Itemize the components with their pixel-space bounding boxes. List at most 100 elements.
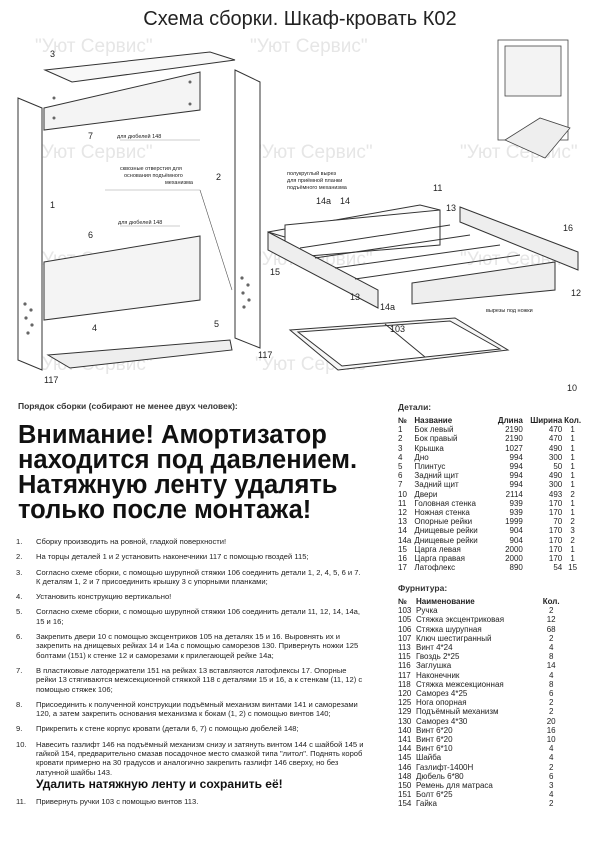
table-cell: Бок правый: [414, 434, 458, 444]
col-qty: Кол.: [564, 416, 582, 425]
step-number: 7.: [16, 665, 23, 675]
table-cell: 2: [548, 698, 554, 708]
table-cell: 1: [570, 480, 575, 490]
table-cell: 14а: [398, 535, 412, 545]
label-part-117: 117: [258, 350, 272, 360]
table-cell: 120: [398, 689, 412, 699]
watermark: "Уют Сервис": [255, 142, 373, 163]
step-number: 5.: [16, 607, 23, 617]
hardware-title: Фурнитура:: [398, 583, 448, 593]
bed-frame-drawing: [267, 204, 579, 371]
step-item: 6.Закрепить двери 10 с помощью эксцентри…: [16, 632, 366, 660]
table-cell: 5: [398, 462, 403, 472]
step-item: 3.Согласно схеме сборки, с помощью шуруп…: [16, 568, 366, 587]
table-cell: Днищевые рейки: [414, 535, 478, 545]
table-cell: 116: [398, 661, 411, 671]
table-cell: 2: [548, 799, 554, 809]
table-cell: Задний щит: [414, 471, 459, 481]
table-cell: 50: [553, 462, 563, 472]
table-cell: 20: [546, 716, 556, 726]
step-number: 1.: [16, 537, 23, 546]
table-cell: 994: [509, 471, 523, 481]
col-number: №: [398, 597, 407, 606]
warning-line: находится под давлением.: [18, 446, 358, 474]
col-number: №: [398, 416, 407, 425]
table-cell: 106: [398, 624, 412, 634]
table-cell: 103: [398, 606, 412, 616]
table-cell: 994: [509, 480, 523, 490]
table-cell: Царга правая: [414, 554, 465, 564]
table-cell: 14: [546, 661, 556, 671]
step-item: 8.Присоединить к полученной конструкции …: [16, 700, 366, 719]
table-cell: Крышка: [414, 443, 444, 453]
note-cutout: подъёмного механизма: [287, 185, 348, 191]
table-row: 116 Заглушка 14: [398, 661, 563, 670]
step-item: 7.В пластиковые латодержатели 151 на рей…: [16, 666, 366, 694]
table-cell: 3: [398, 443, 403, 453]
table-cell: 4: [548, 643, 554, 653]
table-cell: 8: [548, 679, 554, 689]
table-cell: Винт 6*20: [416, 735, 453, 745]
label-part-16: 16: [563, 223, 573, 233]
step-item: 10.Навесить газлифт 146 на подъёмный мех…: [16, 740, 366, 791]
table-cell: 1: [570, 443, 575, 453]
table-cell: 125: [398, 698, 412, 708]
table-cell: Дно: [414, 452, 429, 462]
table-cell: 939: [509, 508, 523, 518]
step-text: Присоединить к полученной конструкции по…: [36, 699, 358, 719]
warning-line: Внимание! Амортизатор: [18, 421, 327, 449]
step-item: 2.На торцы деталей 1 и 2 установить нако…: [16, 552, 366, 561]
table-cell: 170: [548, 508, 563, 518]
table-cell: Головная стенка: [414, 498, 476, 508]
page-title: Схема сборки. Шкаф-кровать К02: [143, 8, 457, 30]
note-dowels: для дюбелей 148: [117, 133, 161, 140]
table-cell: Гвоздь 2*25: [416, 652, 460, 662]
table-cell: Газлифт-1400Н: [416, 762, 474, 772]
table-cell: 10: [398, 489, 407, 499]
col-qty: Кол.: [542, 597, 560, 606]
assembly-diagram: "Уют Сервис" "Уют Сервис" "Уют Сервис" "…: [17, 36, 581, 393]
table-cell: 6: [548, 689, 554, 699]
table-cell: 904: [509, 535, 523, 545]
label-part-117: 117: [44, 375, 58, 385]
table-cell: Ножная стенка: [414, 508, 470, 518]
table-cell: 15: [398, 544, 407, 554]
step-emphasis: Удалить натяжную ленту и сохранить её!: [36, 776, 283, 791]
table-cell: Ремень для матраса: [416, 781, 493, 791]
step-text: Закрепить двери 10 с помощью эксцентрико…: [36, 632, 359, 660]
assembly-steps: 1. Сборку производить на ровной, гладкой …: [16, 537, 366, 812]
step-text: Сборку производить на ровной, гладкой по…: [36, 537, 227, 546]
table-cell: 939: [509, 498, 523, 508]
table-cell: 170: [548, 498, 563, 508]
col-name: Название: [414, 416, 453, 425]
label-part-11: 11: [433, 183, 442, 193]
step-item: 4.Установить конструкцию вертикально!: [16, 592, 366, 601]
table-cell: Гайка: [416, 799, 437, 809]
table-cell: 13: [398, 517, 407, 527]
step-number: 10.: [16, 739, 27, 749]
table-cell: 4: [398, 452, 403, 462]
table-cell: 2: [570, 535, 575, 545]
table-cell: 7: [398, 480, 403, 490]
watermarks: "Уют Сервис" "Уют Сервис" "Уют Сервис" "…: [35, 36, 578, 375]
table-cell: 1: [398, 425, 403, 435]
step-item: 1. Сборку производить на ровной, гладкой …: [16, 537, 366, 546]
label-part-2: 2: [216, 172, 221, 182]
table-cell: 154: [398, 799, 412, 809]
table-cell: 16: [398, 554, 407, 564]
table-cell: Заглушка: [416, 661, 452, 671]
table-cell: 115: [398, 652, 411, 662]
